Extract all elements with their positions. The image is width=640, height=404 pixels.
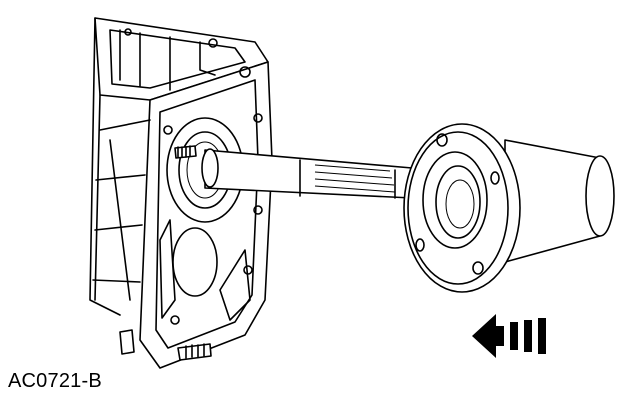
seal-installer-tool — [403, 123, 615, 293]
direction-arrow — [472, 314, 546, 358]
transmission-case — [89, 17, 273, 369]
figure-reference-code: AC0721-B — [8, 370, 102, 392]
